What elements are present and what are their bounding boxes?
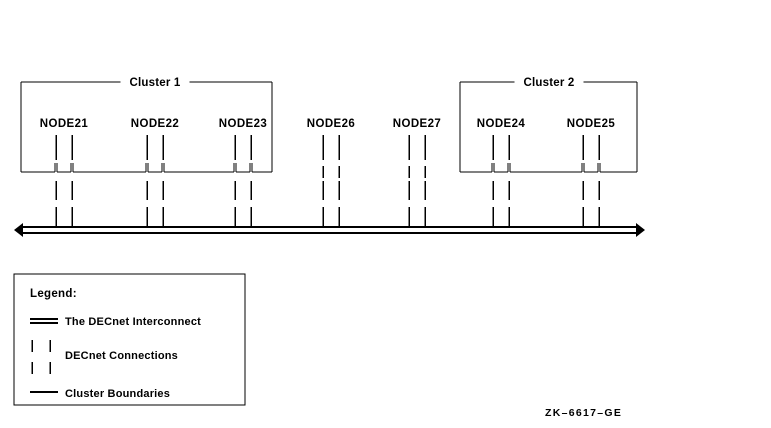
legend-item-0: The DECnet Interconnect	[30, 316, 201, 328]
node-labels-layer: NODE21 NODE22 NODE23 NODE26 NODE27 NODE24 NODE…	[40, 118, 616, 130]
cluster-boundary-cluster-2	[459, 81, 638, 173]
figure-id-label: ZK–6617–GE	[545, 407, 622, 419]
decnet-interconnect-bus	[14, 223, 645, 237]
decnet-connection-node23	[234, 135, 252, 226]
decnet-connection-node22	[146, 135, 164, 226]
cluster-title-cluster-1: Cluster 1	[129, 77, 180, 89]
node-connections-layer	[55, 135, 600, 226]
decnet-connection-node21	[55, 135, 73, 226]
decnet-connection-node25	[582, 135, 600, 226]
node-label-node23: NODE23	[219, 118, 267, 130]
bus-arrow-left	[14, 223, 23, 237]
legend-label-0: The DECnet Interconnect	[65, 316, 201, 328]
node-label-node21: NODE21	[40, 118, 89, 130]
legend-item-2: Cluster Boundaries	[30, 388, 170, 400]
legend-label-1: DECnet Connections	[65, 350, 178, 362]
decnet-connection-node26	[322, 135, 340, 226]
cluster-title-cluster-2: Cluster 2	[523, 77, 574, 89]
cluster-boundary-cluster-1	[20, 81, 273, 173]
decnet-connection-node24	[492, 135, 510, 226]
node-label-node27: NODE27	[393, 118, 441, 130]
legend-item-1: DECnet Connections	[31, 340, 178, 374]
decnet-connection-node27	[408, 135, 426, 226]
bus-arrow-right	[636, 223, 645, 237]
node-label-node24: NODE24	[477, 118, 526, 130]
cluster-titles-layer: Cluster 1 Cluster 2	[129, 77, 574, 89]
node-label-node25: NODE25	[567, 118, 616, 130]
node-label-node26: NODE26	[307, 118, 355, 130]
legend-title: Legend:	[30, 288, 77, 300]
cluster-boxes-layer	[20, 81, 638, 173]
legend-label-2: Cluster Boundaries	[65, 388, 170, 400]
legend-box	[13, 273, 246, 406]
node-label-node22: NODE22	[131, 118, 179, 130]
